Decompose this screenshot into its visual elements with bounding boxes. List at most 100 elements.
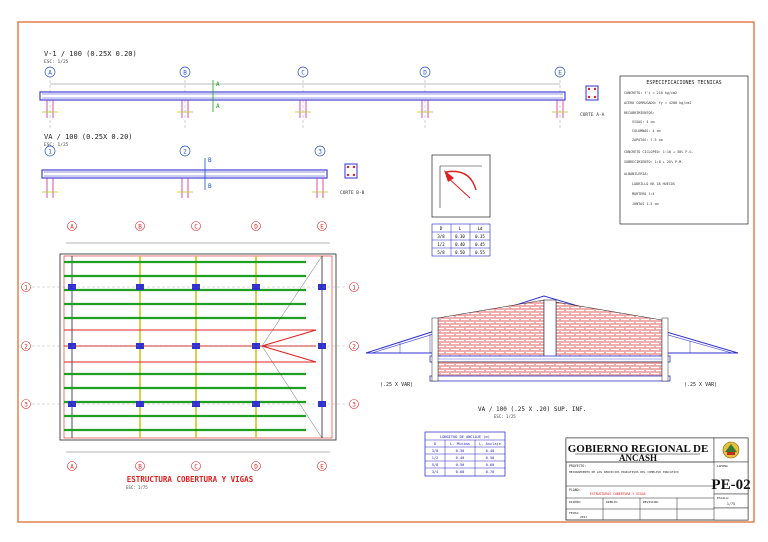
beam1-axis-C: C xyxy=(301,70,305,77)
ancash-logo xyxy=(713,437,749,463)
beam1-axis-bubbles: A B C D E xyxy=(44,66,566,78)
spec-line: SOBRECIMIENTO: 1:8 + 25% P.M. xyxy=(624,160,683,164)
plan-ridge xyxy=(64,329,317,363)
roof-plan: A B C D E A B C D E 1 2 3 xyxy=(21,221,359,490)
beam2-section-label: CORTE B-B xyxy=(340,190,365,196)
beam2-axis-bubbles: 1 2 3 xyxy=(44,145,326,157)
brick-wall-right xyxy=(555,301,663,357)
beam2-body xyxy=(41,169,328,179)
lap-table-cell: 0.40 xyxy=(455,242,465,247)
spec-line: ALBANILERIA: xyxy=(624,172,649,176)
spec-line: VIGAS: 4 cm xyxy=(632,120,654,124)
beam2-cut-label-top: B xyxy=(208,157,212,164)
spec-line: RECUBRIMIENTOS: xyxy=(624,111,655,115)
plan-axis-3-left: 3 xyxy=(24,402,28,409)
plan-title: ESTRUCTURA COBERTURA Y VIGAS xyxy=(127,475,254,484)
beam1-scale: ESC: 1/25 xyxy=(44,59,69,65)
project-label: PROYECTO: xyxy=(569,464,586,468)
beam1-title: V-1 / 100 (0.25X 0.20) xyxy=(44,50,137,58)
plan-axis-A-top: A xyxy=(70,224,74,231)
anchorage-cell: 0.40 xyxy=(486,449,495,453)
anchorage-cell: 0.50 xyxy=(456,463,465,467)
beam1-cut-label-bottom: A xyxy=(216,103,220,110)
anchorage-cell: 0.60 xyxy=(456,470,465,474)
elevation-right-note: (.25 X VAR) xyxy=(684,382,717,388)
beam1-axis-B: B xyxy=(183,70,187,77)
sheet-border xyxy=(17,21,755,523)
plan-axis-C-top: C xyxy=(194,224,198,231)
beam1-axis-D: D xyxy=(423,70,427,77)
specs-title: ESPECIFICACIONES TECNICAS xyxy=(646,80,721,86)
spec-line: CONCRETO CICLOPEO: 1:10 + 30% P.G. xyxy=(624,150,693,154)
beam2-cut-label-bottom: B xyxy=(208,183,212,190)
lap-table-cell: 1/2 xyxy=(437,242,445,247)
beam1-supports xyxy=(46,100,564,118)
plan-axis-1-left: 1 xyxy=(24,285,28,292)
plan-axis-B-bottom: B xyxy=(138,464,142,471)
lap-table-cell: 5/8 xyxy=(437,250,445,255)
sheet-code: PE-02 xyxy=(711,477,750,493)
anchorage-cell: 0.50 xyxy=(486,456,495,460)
spec-line: ZAPATAS: 7.5 cm xyxy=(632,138,663,142)
beam2-section-detail: CORTE B-B xyxy=(340,163,365,196)
spec-line: JUNTAS 1.5 cm xyxy=(632,202,659,206)
technical-specs: ESPECIFICACIONES TECNICAS CONCRETO: f'c … xyxy=(619,75,749,225)
beam-elevation-2: VA / 100 (0.25X 0.20) ESC: 1/25 1 2 3 B … xyxy=(41,133,365,198)
gable-elevation: (.25 X VAR) (.25 X VAR) VA / 100 (.25 X … xyxy=(365,295,739,419)
spec-line: COLUMNAS: 4 cm xyxy=(632,129,661,133)
revision-label: REVISION: xyxy=(643,500,659,504)
spec-line: ACERO CORRUGADO: fy = 4200 kg/cm2 xyxy=(624,101,691,105)
spec-line: MORTERO 1:4 xyxy=(632,192,654,196)
brick-wall-left xyxy=(437,299,545,357)
beam2-cut-marker: B B xyxy=(204,157,212,190)
hook-detail xyxy=(431,154,491,218)
lap-table-header: D xyxy=(440,226,443,231)
plan-axis-D-bottom: D xyxy=(254,464,258,471)
beam2-scale: ESC: 1/25 xyxy=(44,142,69,148)
anchorage-cell: 0.40 xyxy=(456,456,465,460)
plan-axis-3-right: 3 xyxy=(352,402,356,409)
plan-axis-C-bottom: C xyxy=(194,464,198,471)
anchorage-cell: 3/4 xyxy=(432,470,439,474)
lap-table-cell: 0.45 xyxy=(475,242,485,247)
beam2-axis-1: 1 xyxy=(48,149,52,156)
beam1-axes xyxy=(49,75,561,128)
beam2-title: VA / 100 (0.25X 0.20) xyxy=(44,133,133,141)
sheet-label: LAMINA xyxy=(717,464,728,468)
plan-axis-E-top: E xyxy=(320,224,324,231)
anchorage-header: L. Anclaje xyxy=(479,442,501,446)
date-value: 2017 xyxy=(580,515,587,519)
beam1-axis-A: A xyxy=(48,70,52,77)
scale-value: 1/75 xyxy=(727,502,735,506)
anchorage-table-title: LONGITUD DE ANCLAJE (m) xyxy=(440,435,490,439)
plan-purlins xyxy=(64,260,306,432)
beam1-body xyxy=(39,91,566,101)
plan-axis-2-left: 2 xyxy=(24,344,28,351)
beam2-axis-3: 3 xyxy=(318,149,322,156)
plan-axis-1-right: 1 xyxy=(352,285,356,292)
anchorage-cell: 0.70 xyxy=(486,470,495,474)
anchorage-header: L. Minima xyxy=(450,442,469,446)
spec-line: CONCRETO: f'c = 210 kg/cm2 xyxy=(624,91,677,95)
plano-text: ESTRUCTURAS COBERTURA Y VIGAS xyxy=(590,492,646,496)
beam1-cut-marker: A A xyxy=(212,80,220,112)
plan-axis-E-bottom: E xyxy=(320,464,324,471)
beam1-axis-E: E xyxy=(558,70,562,77)
lap-table-cell: 0.30 xyxy=(455,234,465,239)
org-name-line1: GOBIERNO REGIONAL DE xyxy=(568,443,709,455)
anchorage-cell: 0.30 xyxy=(456,449,465,453)
anchorage-cell: 0.60 xyxy=(486,463,495,467)
beam-elevation-1: V-1 / 100 (0.25X 0.20) ESC: 1/25 A B C D… xyxy=(39,50,605,128)
lap-table-header: Ld xyxy=(478,226,483,231)
lap-table-cell: 0.35 xyxy=(475,234,485,239)
beam1-section-label: CORTE A-A xyxy=(580,112,605,118)
anchorage-header: D xyxy=(434,442,436,446)
beam2-axis-2: 2 xyxy=(183,149,187,156)
anchorage-cell: 1/2 xyxy=(432,456,439,460)
design-label: DISEÑO: xyxy=(569,499,582,504)
lap-table-cell: 0.50 xyxy=(455,250,465,255)
elevation-scale: ESC: 1/25 xyxy=(494,414,516,419)
plano-label: PLANO: xyxy=(569,488,581,492)
date-label: FECHA: xyxy=(569,511,580,515)
